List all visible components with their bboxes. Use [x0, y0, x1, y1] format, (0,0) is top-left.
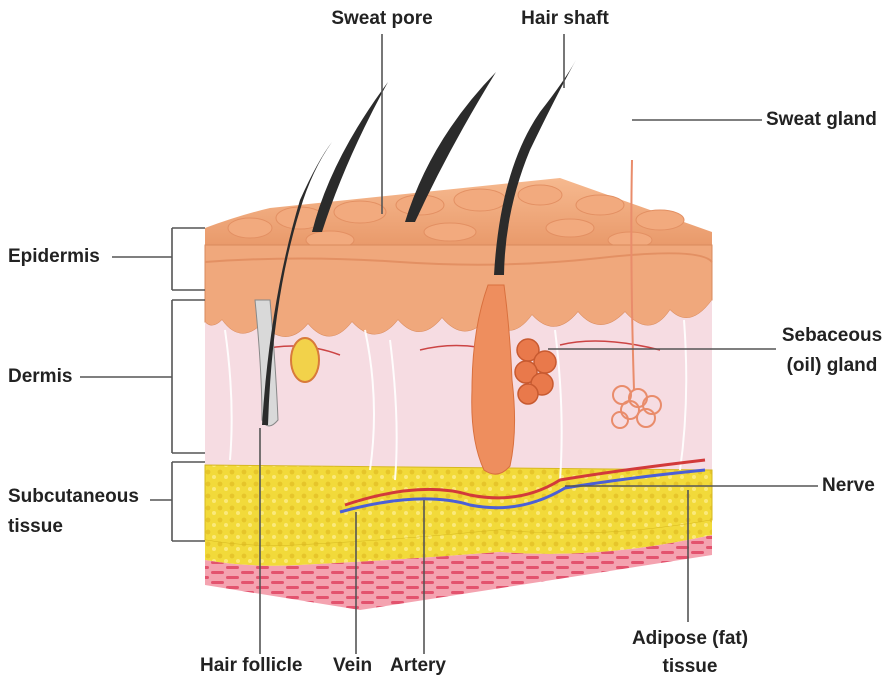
label-subcutaneous-line1: Subcutaneous	[8, 486, 139, 509]
bracket-subcutaneous	[172, 462, 205, 541]
label-artery: Artery	[390, 655, 446, 678]
label-adipose-line2: tissue	[620, 656, 760, 679]
label-epidermis: Epidermis	[8, 246, 100, 269]
label-dermis: Dermis	[8, 366, 72, 389]
label-adipose-line1: Adipose (fat)	[620, 628, 760, 651]
label-subcutaneous-line2: tissue	[8, 516, 63, 539]
label-sweat-pore: Sweat pore	[322, 8, 442, 31]
left-sebaceous-gland	[291, 338, 319, 382]
label-sebaceous-line2: (oil) gland	[776, 355, 888, 378]
label-sebaceous-line1: Sebaceous	[776, 325, 888, 348]
label-hair-follicle: Hair follicle	[200, 655, 302, 678]
label-hair-shaft: Hair shaft	[510, 8, 620, 31]
label-vein: Vein	[333, 655, 372, 678]
bracket-epidermis	[172, 228, 205, 290]
label-nerve: Nerve	[822, 475, 875, 498]
label-sweat-gland: Sweat gland	[766, 109, 877, 132]
bracket-dermis	[172, 300, 205, 453]
